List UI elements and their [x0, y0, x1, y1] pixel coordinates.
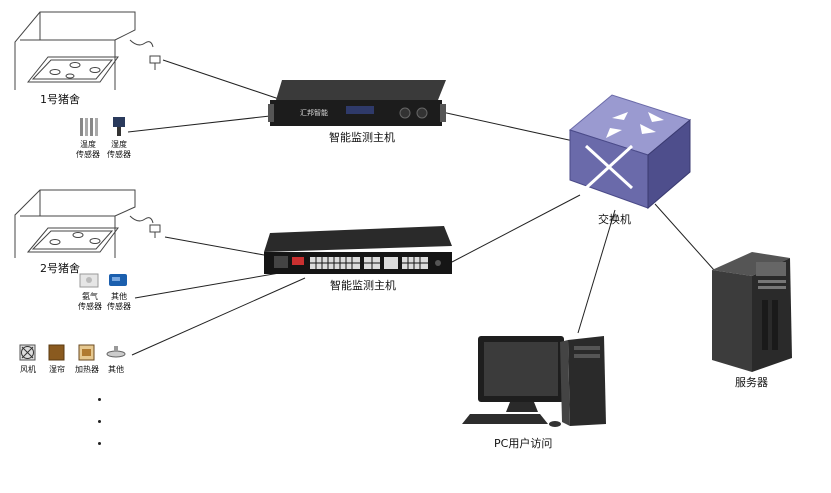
other-device-icon — [106, 346, 126, 358]
pc-computer-icon — [462, 336, 606, 427]
line-sensors2-host2 — [134, 271, 286, 299]
barn-1-illustration — [14, 11, 161, 90]
server-label: 服务器 — [735, 376, 768, 389]
ellipsis-dot-2 — [98, 420, 101, 423]
line-barn1-host1 — [162, 59, 283, 101]
line-switch-pc — [577, 209, 616, 334]
temperature-sensor-icon — [80, 118, 98, 136]
monitoring-host-2 — [264, 226, 452, 274]
ammonia-sensor-label: 氨气 传感器 — [78, 292, 102, 311]
switch-label: 交换机 — [598, 213, 631, 226]
line-barn2-host2 — [164, 236, 265, 256]
wet-curtain-icon — [48, 344, 65, 361]
fan-label: 风机 — [20, 365, 36, 374]
pc-label: PC用户访问 — [494, 437, 553, 450]
other-sensor-label: 其他 传感器 — [107, 292, 131, 311]
server-icon — [712, 252, 792, 372]
line-temp-host1 — [127, 115, 271, 133]
heater-icon — [78, 344, 95, 361]
barn-1-label: 1号猪舍 — [40, 93, 80, 106]
wet-curtain-label: 湿帘 — [49, 365, 65, 374]
connection-lines — [127, 59, 715, 356]
temperature-sensor-label: 温度 传感器 — [76, 140, 100, 159]
barn-2-illustration — [14, 189, 161, 258]
humidity-sensor-label: 湿度 传感器 — [107, 140, 131, 159]
monitoring-host-1 — [268, 80, 446, 126]
ellipsis-dot-1 — [98, 398, 101, 401]
host-1-label: 智能监测主机 — [329, 131, 395, 144]
heater-label: 加热器 — [75, 365, 99, 374]
network-switch-icon — [568, 94, 692, 210]
fan-icon — [19, 344, 36, 361]
host-1-brand: 汇邦智能 — [300, 109, 328, 117]
line-devices-host2 — [131, 277, 306, 356]
other-device-label: 其他 — [108, 365, 124, 374]
barn-2-label: 2号猪舍 — [40, 262, 80, 275]
host-2-label: 智能监测主机 — [330, 279, 396, 292]
line-switch-server — [654, 203, 715, 271]
other-sensor-icon — [109, 274, 127, 286]
ammonia-sensor-icon — [79, 273, 99, 288]
line-host1-switch — [441, 111, 579, 143]
ellipsis-dot-3 — [98, 442, 101, 445]
line-host2-switch — [451, 194, 581, 263]
humidity-sensor-icon — [113, 117, 125, 136]
